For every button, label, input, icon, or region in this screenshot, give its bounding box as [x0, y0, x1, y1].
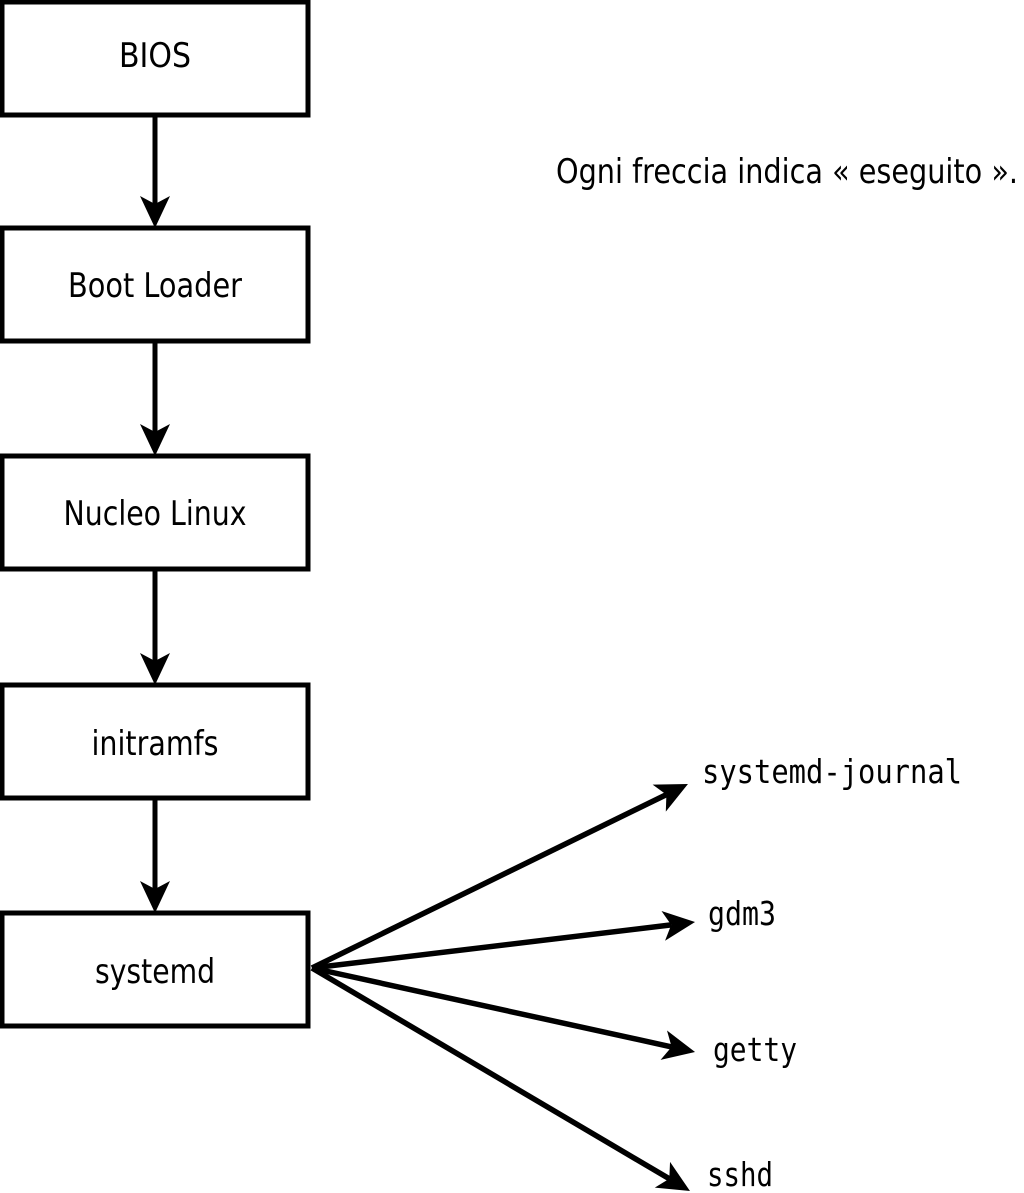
box-initramfs-rect [0, 682, 311, 801]
service-label-systemd-journal: systemd-journal [702, 752, 962, 791]
box-systemd-label: systemd [95, 952, 215, 992]
arrow-systemd-to-journal [310, 784, 688, 971]
box-kernel-label: Nucleo Linux [64, 494, 247, 534]
box-bootloader-rect [0, 225, 311, 344]
box-initramfs: initramfs [0, 682, 311, 801]
arrow-systemd-to-sshd [310, 965, 690, 1191]
box-bios-label: BIOS [119, 36, 191, 76]
service-label-gdm3: gdm3 [708, 894, 776, 933]
box-bootloader: Boot Loader [0, 225, 311, 344]
box-bios: BIOS [0, 0, 311, 118]
arrow-systemd-to-gdm3 [311, 910, 696, 971]
box-kernel: Nucleo Linux [0, 453, 311, 572]
service-label-getty: getty [713, 1030, 797, 1069]
box-systemd-rect [0, 910, 311, 1029]
box-initramfs-label: initramfs [92, 724, 219, 764]
box-bootloader-label: Boot Loader [68, 266, 242, 306]
box-bios-rect [0, 0, 311, 118]
box-systemd: systemd [0, 910, 311, 1029]
caption: Ogni freccia indica « eseguito ». [556, 152, 1018, 192]
arrow-systemd-to-getty [311, 965, 696, 1060]
box-kernel-rect [0, 453, 311, 572]
service-label-sshd: sshd [707, 1155, 773, 1193]
